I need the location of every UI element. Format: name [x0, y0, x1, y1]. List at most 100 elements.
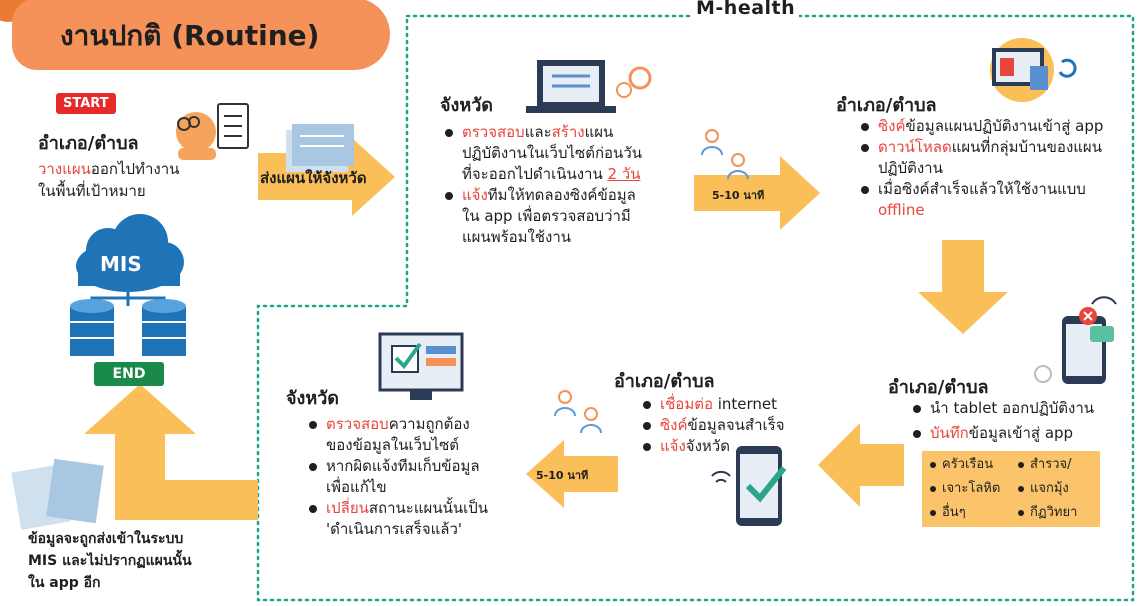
step2-b1-mid: และ	[524, 123, 552, 141]
step2-b1-red1: ตรวจสอบ	[462, 123, 525, 141]
box-item: สำรวจ/	[1018, 457, 1072, 473]
step5-list: เชื่อมต่อ internet ซิงค์ข้อมูลจนสำเร็จ แ…	[640, 394, 840, 457]
final-documents-icon	[11, 458, 104, 530]
step2-b1-rest: แผน	[584, 123, 614, 141]
title-banner	[12, 0, 390, 70]
step2-item-2: แจ้งทีมให้ทดลองซิงค์ข้อมูลใน app เพื่อตร…	[445, 185, 712, 248]
step4-list: นำ tablet ออกปฏิบัติงาน บันทึกข้อมูลเข้า…	[910, 398, 1140, 444]
step6-b1-rest: ความถูกต้อง	[388, 415, 470, 433]
record-types-box: ครัวเรือน สำรวจ/ เจาะโลหิต แจกมุ้ง อื่นๆ…	[922, 451, 1100, 527]
step5-b2-red: ซิงค์	[660, 416, 688, 434]
step3-b2-line2: ปฏิบัติงาน	[878, 159, 943, 177]
step3-heading: อำเภอ/ตำบล	[836, 95, 937, 116]
step5-b3-rest: จังหวัด	[685, 437, 730, 455]
step6-item-1: ตรวจสอบความถูกต้องของข้อมูลในเว็บไซต์	[309, 414, 546, 456]
step4-item-2: บันทึกข้อมูลเข้าสู่ app	[913, 423, 1140, 444]
computer-sync-icon	[990, 38, 1077, 102]
step6-b3-line2: 'ดำเนินการเสร็จแล้ว'	[326, 520, 463, 538]
step2-b2-rest: ทีมให้ทดลองซิงค์ข้อมูล	[487, 186, 636, 204]
step4-item-1: นำ tablet ออกปฏิบัติงาน	[913, 398, 1140, 419]
page-title: งานปกติ (Routine)	[60, 19, 320, 52]
step2-b1-line3: ที่จะออกไปดำเนินงาน	[462, 165, 608, 183]
step4-b2-rest: ข้อมูลเข้าสู่ app	[968, 424, 1074, 442]
arrow-time-top-label: 5-10 นาที	[712, 189, 765, 202]
step3-list: ซิงค์ข้อมูลแผนปฏิบัติงานเข้าสู่ app ดาวน…	[858, 116, 1140, 221]
step2-b1-line2: ปฏิบัติงานในเว็บไซต์ก่อนวัน	[462, 144, 642, 162]
step6-item-2: หากผิดแจ้งทีมเก็บข้อมูลเพื่อแก้ไข	[309, 456, 546, 498]
laptop-icon	[526, 60, 652, 113]
step6-list: ตรวจสอบความถูกต้องของข้อมูลในเว็บไซต์ หา…	[306, 414, 546, 540]
arrow-down-right	[918, 240, 1008, 334]
step4-heading: อำเภอ/ตำบล	[888, 377, 989, 398]
step1-text-rest: ออกไปทำงาน	[90, 160, 180, 178]
step3-b2-red: ดาวน์โหลด	[878, 138, 952, 156]
step5-b3-red: แจ้ง	[660, 437, 686, 455]
mhealth-label: M-health	[692, 0, 800, 19]
step1-heading: อำเภอ/ตำบล	[38, 133, 139, 154]
step6-b2-line2: เพื่อแก้ไข	[326, 478, 387, 496]
box-item: เจาะโลหิต	[930, 481, 1000, 497]
mhealth-dotted-border	[256, 14, 1135, 602]
step2-heading: จังหวัด	[440, 95, 493, 116]
arrow-time-bottom-label: 5-10 นาที	[536, 469, 589, 482]
mis-label: MIS	[100, 252, 142, 276]
final-note-line2: MIS และไม่ปรากฏแผนนั้น	[28, 553, 192, 569]
step6-b3-red: เปลี่ยน	[326, 499, 369, 517]
step3-b2-rest: แผนที่กลุ่มบ้านของแผน	[951, 138, 1102, 156]
step3-b3-text: เมื่อซิงค์สำเร็จแล้วให้ใช้งานแบบ	[878, 180, 1086, 198]
step5-heading: อำเภอ/ตำบล	[614, 371, 715, 392]
arrow-time-bottom	[526, 440, 618, 508]
step2-b1-days: 2 วัน	[607, 165, 641, 183]
step5-b2-rest: ข้อมูลจนสำเร็จ	[687, 416, 785, 434]
step3-b1-rest: ข้อมูลแผนปฏิบัติงานเข้าสู่ app	[905, 117, 1104, 135]
phone-check-icon	[711, 446, 787, 526]
documents-icon	[286, 124, 354, 172]
step3-item-2: ดาวน์โหลดแผนที่กลุ่มบ้านของแผนปฏิบัติงาน	[861, 137, 1140, 179]
step6-b3-rest: สถานะแผนนั้นเป็น	[368, 499, 488, 517]
step2-b2-line2: ใน app เพื่อตรวจสอบว่ามี	[462, 207, 631, 225]
step3-b1-red: ซิงค์	[878, 117, 906, 135]
step5-item-1: เชื่อมต่อ internet	[643, 394, 840, 415]
step6-heading: จังหวัด	[286, 388, 339, 409]
tablet-offline-icon	[1034, 296, 1117, 384]
step1-text-line2: ในพื้นที่เป้าหมาย	[38, 182, 146, 200]
step2-item-1: ตรวจสอบและสร้างแผนปฏิบัติงานในเว็บไซต์ก่…	[445, 122, 712, 185]
final-note-line3: ใน app อีก	[28, 575, 101, 591]
step1-text-red: วางแผน	[38, 160, 91, 178]
step4-b2-red: บันทึก	[930, 424, 969, 442]
step6-b1-line2: ของข้อมูลในเว็บไซต์	[326, 436, 460, 454]
box-item: แจกมุ้ง	[1018, 481, 1069, 497]
final-note: ข้อมูลจะถูกส่งเข้าในระบบ MIS และไม่ปรากฏ…	[28, 528, 258, 594]
arrow-time-top	[694, 156, 820, 230]
step2-b1-red2: สร้าง	[551, 123, 585, 141]
arrow-send-label: ส่งแผนให้จังหวัด	[260, 169, 367, 187]
step2-b2-line3: แผนพร้อมใช้งาน	[462, 228, 572, 246]
step4-b1-text: นำ tablet ออกปฏิบัติงาน	[930, 399, 1095, 417]
people-sync-icon-top	[701, 129, 749, 180]
arrow-left-step5	[818, 423, 904, 507]
step2-list: ตรวจสอบและสร้างแผนปฏิบัติงานในเว็บไซต์ก่…	[442, 122, 712, 248]
step6-item-3: เปลี่ยนสถานะแผนนั้นเป็น 'ดำเนินการเสร็จแล…	[309, 498, 546, 540]
final-note-line1: ข้อมูลจะถูกส่งเข้าในระบบ	[28, 531, 184, 547]
box-item: กีฏวิทยา	[1018, 505, 1077, 521]
step5-b1-red: เชื่อมต่อ	[660, 395, 713, 413]
step5-item-3: แจ้งจังหวัด	[643, 436, 840, 457]
box-item: อื่นๆ	[930, 505, 966, 521]
step5-item-2: ซิงค์ข้อมูลจนสำเร็จ	[643, 415, 840, 436]
mis-cloud-icon	[76, 214, 184, 306]
monitor-check-icon	[378, 332, 464, 400]
step2-b2-red: แจ้ง	[462, 186, 488, 204]
step5-b1-rest: internet	[712, 395, 778, 413]
start-badge: START	[56, 93, 116, 114]
step6-b1-red: ตรวจสอบ	[326, 415, 389, 433]
end-badge: END	[94, 362, 164, 386]
planning-person-icon	[176, 103, 249, 160]
arrow-up-to-mis	[84, 384, 258, 520]
step3-item-3: เมื่อซิงค์สำเร็จแล้วให้ใช้งานแบบ offline	[861, 179, 1140, 221]
step3-b3-red: offline	[878, 201, 925, 219]
people-sync-icon-bottom	[554, 390, 602, 434]
step6-b2-text: หากผิดแจ้งทีมเก็บข้อมูล	[326, 457, 480, 475]
database-icon	[70, 299, 186, 356]
box-item: ครัวเรือน	[930, 457, 993, 473]
